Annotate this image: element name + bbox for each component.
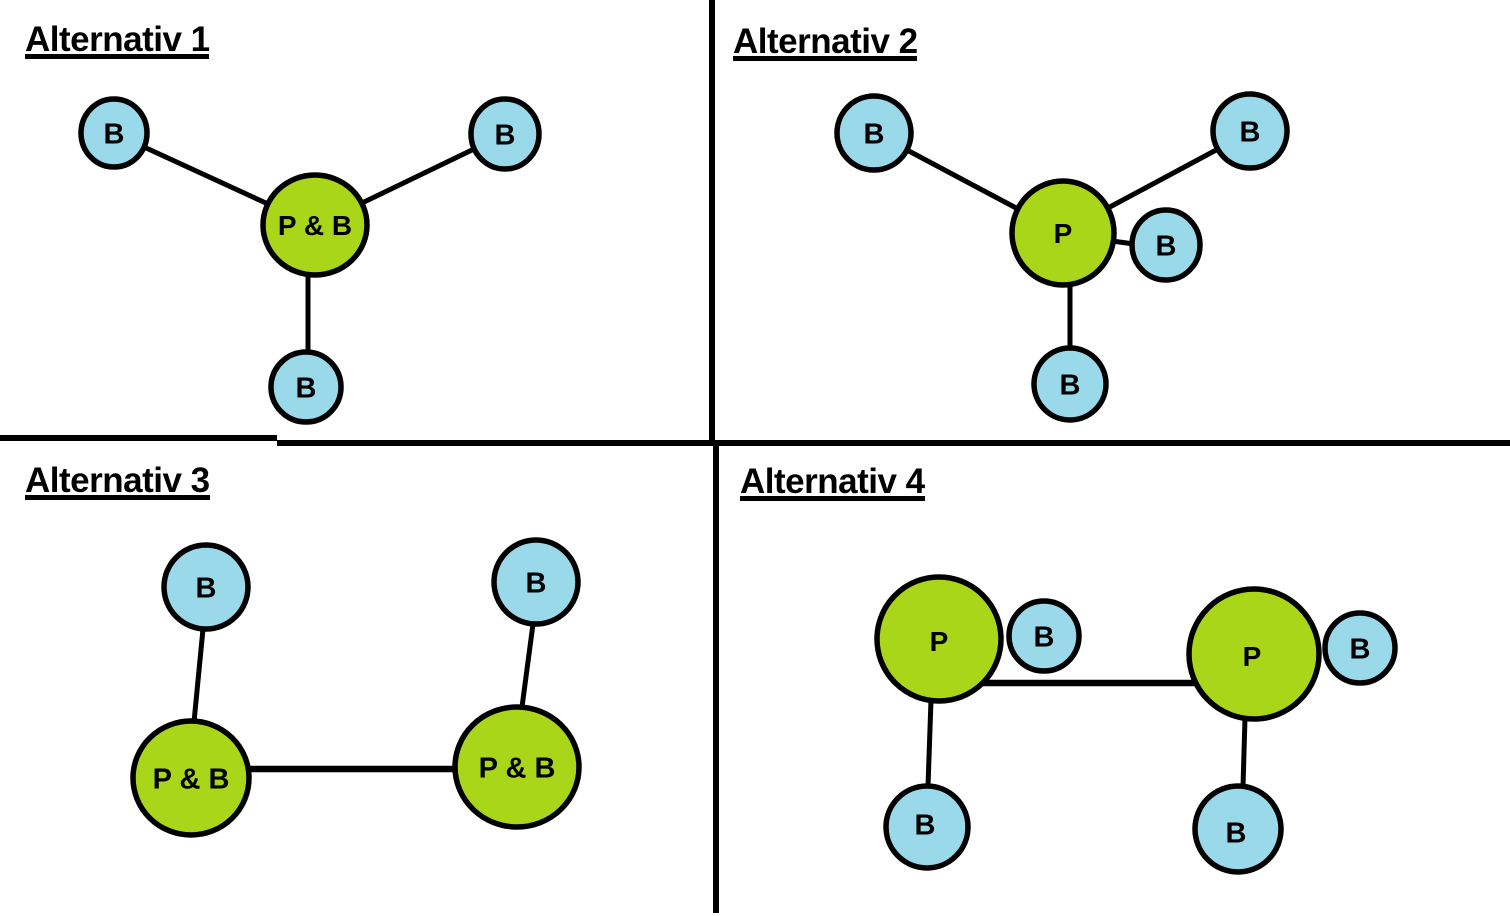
alt1-node-b-top-left: [78, 96, 150, 170]
alt3-node-hub-right-label: P & B: [479, 752, 556, 784]
alt3-node-hub-left-p-and-b: [130, 718, 252, 838]
alternative-4-title: Alternativ 4: [740, 462, 926, 501]
alt4-node-b-below-left-label: B: [915, 809, 936, 841]
alt1-node-b-bottom: [268, 349, 344, 425]
alt2-node-b-top-right: [1210, 91, 1290, 171]
alt3-node-b-left: [161, 542, 251, 632]
edge-alt2-btopright-hub: [1106, 146, 1220, 211]
alt4-node-b-attached-right-label: B: [1350, 633, 1371, 665]
alt2-node-hub-label: P: [1054, 218, 1073, 249]
alternative-3-title: Alternativ 3: [25, 461, 210, 500]
alt2-node-b-attached-label: B: [1156, 230, 1177, 262]
alternative-2-title-underline: [733, 56, 917, 61]
alt3-node-hub-left-label: P & B: [153, 763, 230, 795]
alt4-node-b-attached-left: [1006, 598, 1082, 674]
alt1-node-hub-label: P & B: [278, 210, 352, 241]
edge-alt1-btopleft-hub: [142, 144, 270, 207]
alt2-node-hub-p: [1009, 178, 1117, 288]
alt1-node-b-bottom-label: B: [296, 372, 317, 404]
alt4-node-p-right-label: P: [1243, 641, 1262, 672]
alternative-3-title-underline: [25, 495, 210, 500]
vertical-divider-top: [709, 0, 715, 446]
alternative-4-panel: Alternativ 4 P B P B B B: [740, 462, 1398, 875]
alternative-1-title-underline: [25, 54, 209, 59]
edge-alt4-pleft-bbelowleft: [925, 699, 934, 787]
alt4-node-p-left-label: P: [930, 626, 949, 657]
edge-alt2-btopleft-hub: [905, 147, 1020, 212]
edge-alt4-pright-bbelowright: [1240, 717, 1248, 788]
alternative-1-title: Alternativ 1: [25, 20, 210, 59]
alt2-node-b-top-right-label: B: [1240, 116, 1261, 148]
edge-alt1-btopright-hub: [360, 146, 476, 206]
alternative-3-panel: Alternativ 3 B B P & B P & B: [25, 461, 582, 838]
alt3-node-b-right-label: B: [526, 567, 547, 599]
alt4-node-b-below-right: [1192, 783, 1284, 875]
alternative-1-panel: Alternativ 1 B B P & B B: [25, 20, 542, 425]
alt4-node-b-below-right-label: B: [1226, 817, 1247, 849]
alt2-node-b-top-left-label: B: [864, 118, 885, 150]
horizontal-divider-right: [277, 440, 1510, 446]
alt2-node-b-bottom-label: B: [1060, 369, 1081, 401]
alternative-4-title-underline: [740, 496, 925, 501]
horizontal-divider-left: [0, 435, 277, 441]
alt2-node-b-attached: [1129, 207, 1203, 283]
edge-alt3-bright-hubright: [519, 623, 536, 708]
alt4-node-b-below-left: [883, 783, 971, 871]
edge-alt3-bleft-hubleft: [191, 628, 206, 723]
alt4-node-p-right: [1186, 586, 1322, 722]
alt4-node-b-attached-left-label: B: [1034, 621, 1055, 653]
alt1-node-hub-p-and-b: [260, 172, 370, 278]
alt3-node-b-left-label: B: [196, 572, 217, 604]
alt2-node-b-bottom: [1031, 345, 1109, 423]
alt4-node-p-left: [874, 574, 1004, 704]
alternative-2-panel: Alternativ 2 B B P B B: [733, 22, 1290, 423]
vertical-divider-bottom: [713, 440, 719, 913]
alt4-node-b-attached-right: [1322, 610, 1398, 686]
alt3-node-b-right: [491, 537, 581, 627]
alt1-node-b-top-right-label: B: [495, 119, 516, 151]
alt3-node-hub-right-p-and-b: [452, 704, 582, 830]
alt2-node-b-top-left: [834, 93, 914, 173]
alt1-node-b-top-right: [468, 96, 542, 172]
alt1-node-b-top-left-label: B: [104, 118, 125, 150]
alternative-2-title: Alternativ 2: [733, 22, 918, 61]
